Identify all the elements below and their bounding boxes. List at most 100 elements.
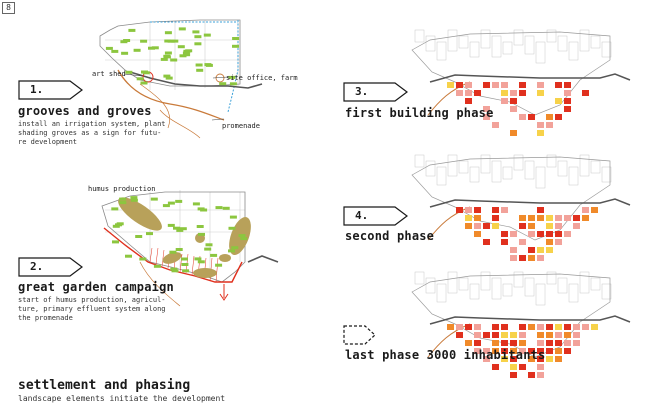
building-block xyxy=(546,247,553,253)
street-block xyxy=(535,166,546,189)
grove-mark xyxy=(179,54,187,58)
building-block xyxy=(555,356,562,362)
building-block xyxy=(546,348,553,354)
grove-mark xyxy=(125,254,132,258)
building-block xyxy=(465,324,472,330)
building-block xyxy=(519,215,526,221)
building-block xyxy=(510,332,517,338)
building-block xyxy=(555,82,562,88)
building-block xyxy=(501,98,508,104)
grove-mark xyxy=(176,228,184,232)
grove-mark xyxy=(167,201,175,205)
building-block xyxy=(564,215,571,221)
street-block xyxy=(579,154,590,177)
grove-mark xyxy=(165,76,173,80)
grove-mark xyxy=(181,263,189,266)
building-block xyxy=(501,340,508,346)
grove-mark xyxy=(231,246,239,250)
street-block xyxy=(535,283,546,306)
grove-mark xyxy=(151,46,159,50)
grove-mark xyxy=(105,46,113,50)
building-block xyxy=(456,82,463,88)
building-block xyxy=(573,223,580,229)
building-block xyxy=(555,239,562,245)
grove-mark xyxy=(196,68,204,72)
building-block xyxy=(564,90,571,96)
building-block xyxy=(537,130,544,136)
grove-mark xyxy=(198,232,205,236)
street-block xyxy=(579,29,590,52)
building-block xyxy=(474,231,481,237)
building-block xyxy=(582,90,589,96)
step-5-title: last phase 3000 inhabitants xyxy=(345,348,546,362)
street-block xyxy=(425,160,436,177)
grove-mark xyxy=(181,257,188,261)
grove-mark xyxy=(194,42,202,46)
grove-mark xyxy=(232,37,240,40)
grove-mark xyxy=(162,204,170,208)
step-3-title: first building phase xyxy=(345,106,494,120)
street-block xyxy=(524,35,535,55)
building-block xyxy=(582,215,589,221)
street-block xyxy=(458,277,469,291)
building-block xyxy=(537,324,544,330)
building-block xyxy=(546,332,553,338)
settlement-grid xyxy=(414,29,612,64)
building-block xyxy=(537,82,544,88)
grove-mark xyxy=(182,269,190,273)
building-block xyxy=(555,98,562,104)
map-1-promenade xyxy=(117,69,225,121)
building-block xyxy=(474,340,481,346)
street-block xyxy=(458,160,469,174)
map-1-road xyxy=(129,71,263,89)
street-block xyxy=(568,41,579,61)
building-block xyxy=(546,239,553,245)
building-block xyxy=(555,324,562,330)
building-block xyxy=(537,215,544,221)
building-block xyxy=(519,223,526,229)
building-block xyxy=(510,340,517,346)
grove-mark xyxy=(203,33,211,37)
street-block xyxy=(436,166,447,186)
street-block xyxy=(557,35,568,52)
grove-mark xyxy=(194,35,202,39)
building-block xyxy=(483,82,490,88)
grove-mark xyxy=(175,248,183,251)
grove-mark xyxy=(169,250,177,254)
building-block xyxy=(501,348,508,354)
grove-mark xyxy=(195,63,203,67)
building-block xyxy=(537,122,544,128)
building-block xyxy=(483,114,490,120)
step-2-description: start of humus production, agricul- ture… xyxy=(18,296,166,322)
building-block xyxy=(519,239,526,245)
building-block xyxy=(510,372,517,378)
grove-mark xyxy=(167,39,175,43)
building-block xyxy=(537,372,544,378)
step-4-number: 4. xyxy=(355,209,369,222)
building-block xyxy=(519,82,526,88)
building-block xyxy=(492,215,499,221)
building-block xyxy=(528,255,535,261)
grove-mark xyxy=(175,199,183,203)
grove-mark xyxy=(171,39,179,43)
street-block xyxy=(568,166,579,186)
step-4-badge: 4. xyxy=(343,206,409,226)
grove-mark xyxy=(111,207,119,211)
building-block xyxy=(465,98,472,104)
grove-mark xyxy=(192,30,200,34)
street-block xyxy=(513,154,524,171)
step-1-number: 1. xyxy=(30,83,44,96)
street-block xyxy=(601,283,612,300)
grove-mark xyxy=(167,223,175,227)
building-block xyxy=(465,90,472,96)
map-2-road xyxy=(247,255,279,263)
step-2-badge: 2. xyxy=(18,257,84,277)
grove-mark xyxy=(196,225,204,228)
building-block xyxy=(537,231,544,237)
building-block xyxy=(528,223,535,229)
street-block xyxy=(502,41,513,55)
building-block xyxy=(546,340,553,346)
building-block xyxy=(501,90,508,96)
street-block xyxy=(579,271,590,294)
